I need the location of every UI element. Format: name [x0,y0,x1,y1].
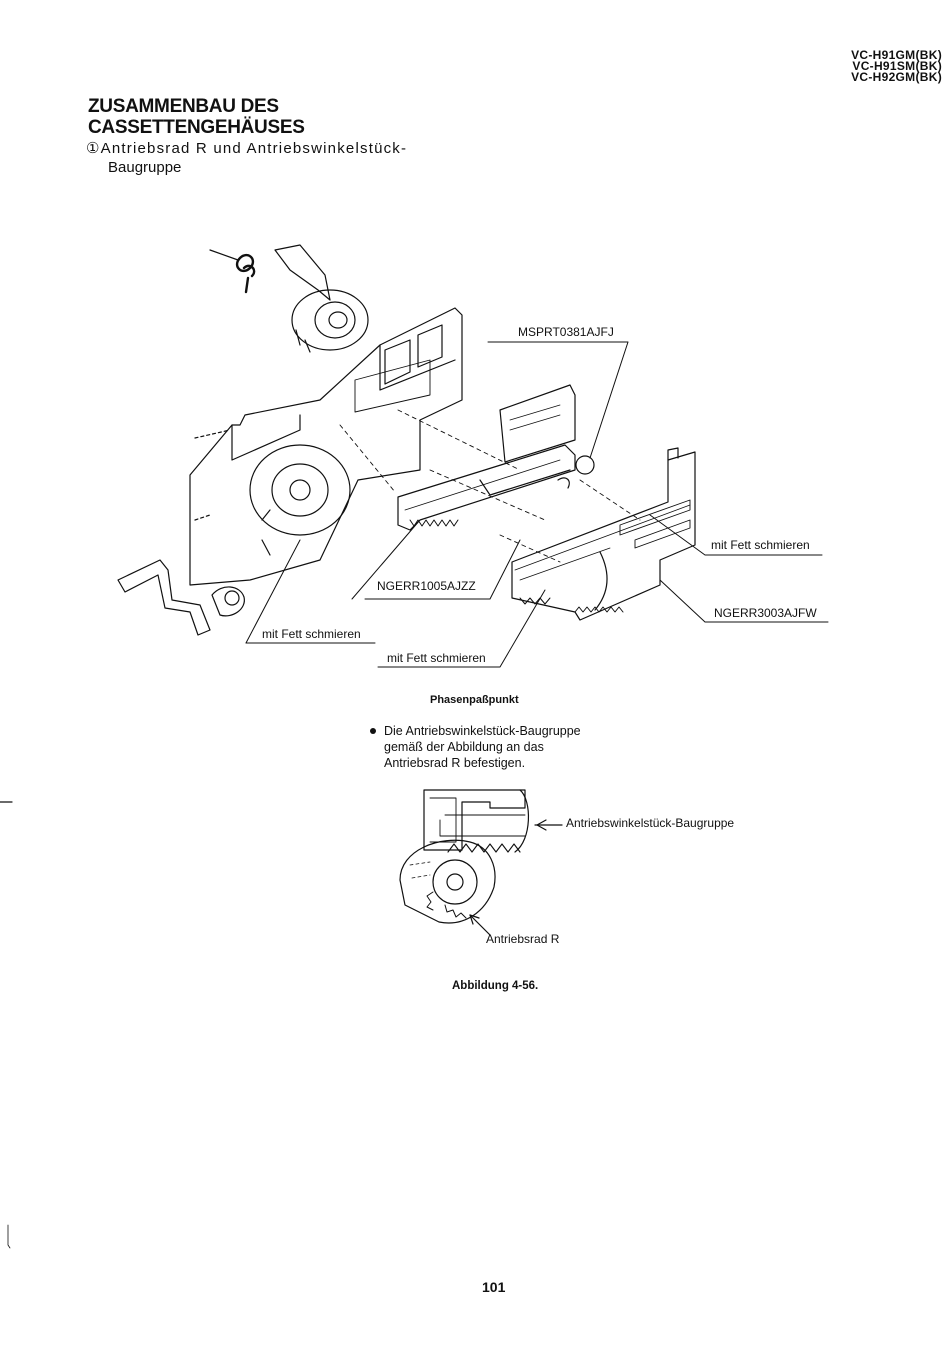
part-label-rack: NGERR3003AJFW [714,606,817,620]
section-title-line: ZUSAMMENBAU DES [88,96,279,117]
phase-heading: Phasenpaßpunkt [430,694,519,706]
model-numbers: VC-H91GM(BK) VC-H91SM(BK) VC-H92GM(BK) [851,48,942,84]
drive-gear-upper [274,244,369,353]
spring-part [209,249,256,294]
chassis-plate [189,307,463,586]
grease-label-bottom: mit Fett schmieren [387,651,486,665]
grease-label-left: mit Fett schmieren [262,627,361,641]
assembly-lines [339,409,641,563]
slider-part [397,384,595,531]
figure-caption: Abbildung 4-56. [452,980,539,992]
section-subtitle: ①Antriebsrad R und Antriebswinkelstück- … [86,139,407,177]
detail-drawing [399,789,563,936]
section-title: ZUSAMMENBAU DES CASSETTENGEHÄUSES [88,96,305,138]
grease-label-right: mit Fett schmieren [711,538,810,552]
detail-label-gear: Antriebsrad R [486,932,560,946]
bullet-line: Antriebsrad R befestigen. [384,756,526,770]
model-number: VC-H91SM(BK) [852,59,942,73]
rack-part [511,447,696,621]
bullet-line: Die Antriebswinkelstück-Baugruppe [384,724,581,738]
subtitle-line-1: ①Antriebsrad R und Antriebswinkelstück- [86,140,408,157]
bullet-dot [370,728,376,734]
section-title-line: CASSETTENGEHÄUSES [88,117,305,138]
margin-mark [7,1224,11,1249]
subtitle-line-2: Baugruppe [108,159,182,176]
lever-part [117,559,245,636]
model-number: VC-H91GM(BK) [851,48,942,62]
detail-label-assembly: Antriebswinkelstück-Baugruppe [566,816,735,830]
phase-bullet: Die Antriebswinkelstück-Baugruppe gemäß … [370,723,581,771]
part-label-spring: MSPRT0381AJFJ [518,325,614,339]
page-number: 101 [482,1279,506,1295]
bullet-line: gemäß der Abbildung an das [384,740,544,754]
leader-lines [245,341,829,668]
model-number: VC-H92GM(BK) [851,70,942,84]
part-label-gear: NGERR1005AJZZ [377,579,476,593]
